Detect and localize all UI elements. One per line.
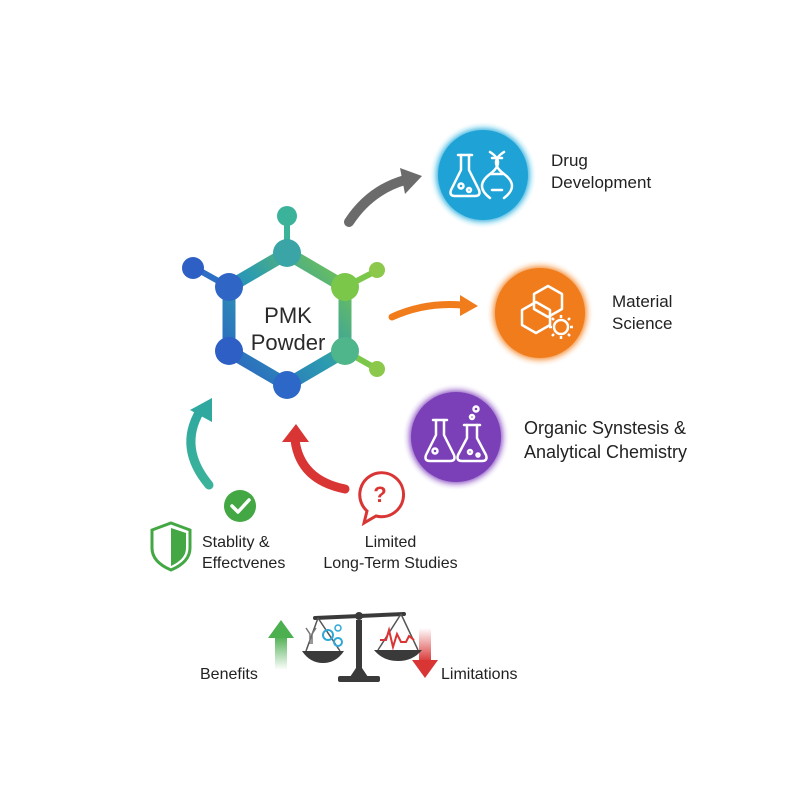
shield-check-icon: [150, 521, 192, 572]
flasks-icon: [424, 405, 488, 463]
svg-text:?: ?: [373, 482, 386, 507]
organic-synthesis-line2: Analytical Chemistry: [524, 442, 688, 462]
balance-scale-icon: [302, 612, 422, 682]
arrow-stability-to-center: [186, 398, 214, 490]
arrow-to-drug-development: [344, 168, 422, 227]
drug-development-label: Drug Development: [551, 150, 651, 194]
pmk-molecule-icon: [182, 206, 385, 399]
drug-development-line2: Development: [551, 173, 652, 192]
center-label: PMK Powder: [233, 302, 343, 356]
arrow-to-material-science: [388, 295, 478, 321]
material-science-line2: Science: [612, 314, 673, 333]
drug-development-line1: Drug: [551, 151, 588, 170]
limited-studies-line2: Long-Term Studies: [323, 555, 458, 572]
arrow-limited-to-center: [282, 424, 350, 494]
center-label-line2: Powder: [250, 330, 326, 355]
material-science-circle: [486, 259, 594, 367]
flask-dna-icon: [449, 150, 514, 200]
limited-studies-label: Limited Long-Term Studies: [318, 532, 463, 574]
stability-line1: Stablity &: [202, 534, 270, 551]
check-badge-icon: [224, 490, 256, 522]
molecule-gear-icon: [520, 284, 573, 339]
organic-synthesis-line1: Organic Synstesis &: [524, 418, 687, 438]
material-science-line1: Material: [612, 292, 673, 311]
benefits-label: Benefits: [200, 666, 258, 683]
center-label-line1: PMK: [264, 303, 312, 328]
drug-development-circle: [429, 121, 537, 229]
material-science-label: Material Science: [612, 291, 672, 335]
stability-line2: Effectvenes: [202, 555, 286, 572]
limited-studies-line1: Limited: [364, 534, 417, 551]
question-bubble-icon: ?: [358, 471, 406, 527]
benefits-up-arrow-icon: [268, 620, 294, 670]
limitations-label: Limitations: [441, 666, 518, 683]
limitations-down-arrow-icon: [412, 628, 438, 678]
organic-synthesis-circle: [402, 383, 510, 491]
stability-label: Stablity & Effectvenes: [202, 532, 285, 574]
organic-synthesis-label: Organic Synstesis & Analytical Chemistry: [524, 416, 687, 464]
